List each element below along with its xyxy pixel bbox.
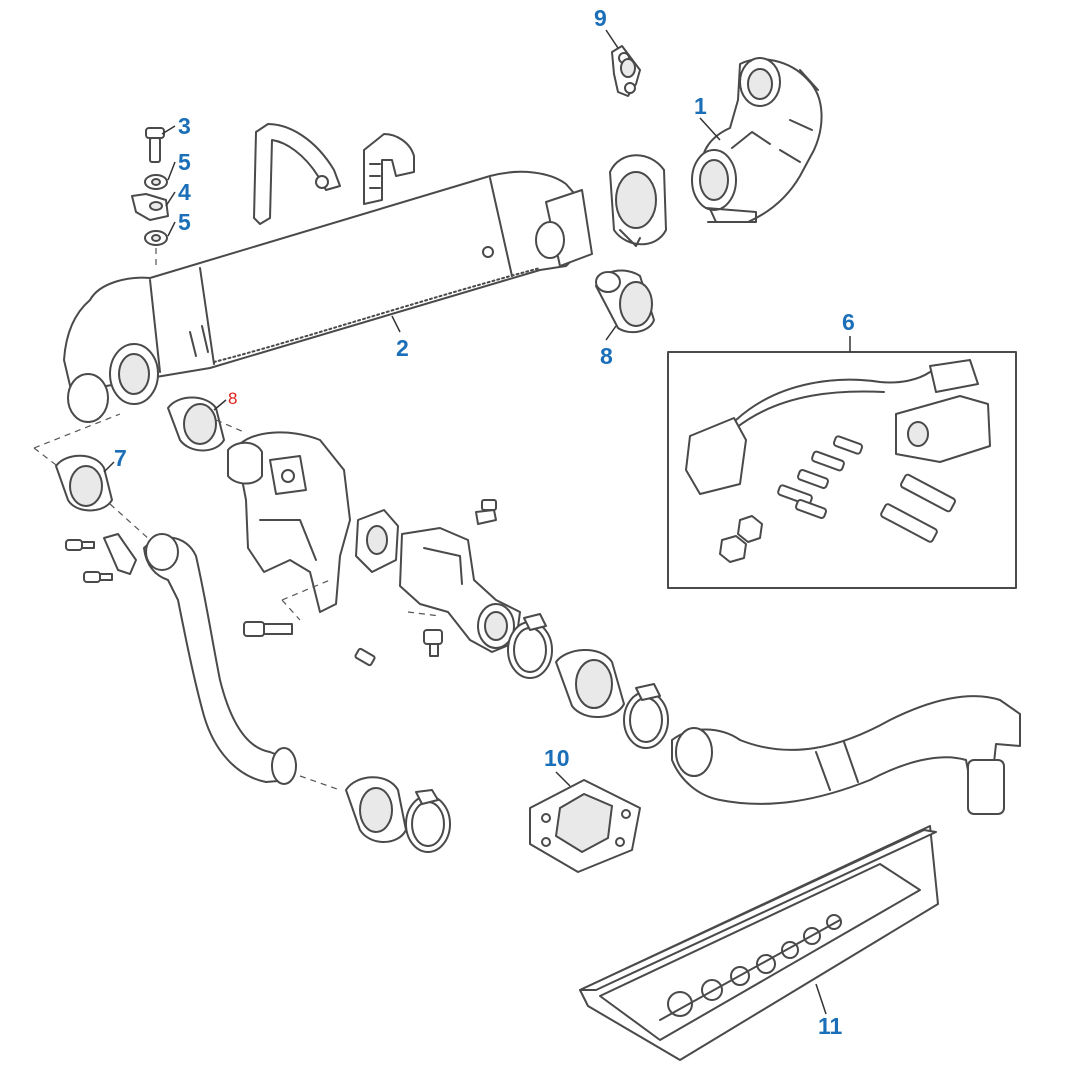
part-7-seal-tube[interactable] <box>55 454 113 512</box>
bolt-flange[interactable] <box>423 629 443 657</box>
stud-short[interactable] <box>354 647 376 667</box>
part-10-gasket-plate[interactable] <box>529 779 641 873</box>
hose-sleeve-upper[interactable] <box>555 648 625 719</box>
lower-left-bent-pipe[interactable] <box>143 533 297 785</box>
lower-right-egr-pipe[interactable] <box>671 695 1021 815</box>
callout-7: 7 <box>114 445 127 471</box>
heat-shield-bracket[interactable] <box>363 133 415 205</box>
nuts <box>719 515 763 563</box>
mounting-bracket[interactable] <box>227 431 351 613</box>
callout-4: 4 <box>178 179 191 205</box>
fuse-set <box>777 435 864 519</box>
part-4-spacer[interactable] <box>131 193 169 221</box>
callout-6: 6 <box>842 309 855 335</box>
flange-clamp[interactable] <box>609 154 667 247</box>
callout-8-right: 8 <box>600 343 613 369</box>
hose-sleeve-lower[interactable] <box>345 776 407 843</box>
callout-9: 9 <box>594 5 607 31</box>
hose-clamp-upper[interactable] <box>507 613 553 679</box>
small-clip-bracket[interactable] <box>103 533 137 575</box>
callout-5-lower: 5 <box>178 209 191 235</box>
callout-2: 2 <box>396 335 409 361</box>
part-8-seal-tube-right[interactable] <box>595 269 655 334</box>
sensor-bracket <box>895 395 991 463</box>
part-3-bolt[interactable] <box>145 127 165 163</box>
part-6-kit-box[interactable] <box>667 351 1017 589</box>
hose-clamp-bottom[interactable] <box>405 789 451 853</box>
hose-clamp-lower[interactable] <box>623 683 669 749</box>
callout-11: 11 <box>818 1013 843 1039</box>
bolt-long-center[interactable] <box>243 621 293 637</box>
part-1-egr-valve[interactable] <box>691 57 823 223</box>
part-2-egr-cooler[interactable] <box>63 170 593 423</box>
part-5-washer-upper[interactable] <box>144 174 168 190</box>
callout-1: 1 <box>694 93 707 119</box>
callout-3: 3 <box>178 113 191 139</box>
pipe-flange-housing[interactable] <box>399 527 521 653</box>
flange-gasket[interactable] <box>355 509 399 573</box>
bolt-left-lower[interactable] <box>83 571 113 583</box>
part-8-seal-tube-left[interactable] <box>167 396 225 452</box>
callout-5-upper: 5 <box>178 149 191 175</box>
callout-8-left-highlight: 8 <box>228 389 237 408</box>
strap-bracket[interactable] <box>253 123 341 225</box>
wiring-harness <box>685 359 979 495</box>
bolt-top-center[interactable] <box>475 499 497 525</box>
part-9-bracket[interactable] <box>611 45 641 97</box>
gasket-kit-contents <box>659 914 842 1021</box>
part-11-gasket-kit[interactable] <box>579 825 939 1061</box>
part-5-washer-lower[interactable] <box>144 230 168 246</box>
bolt-left-upper[interactable] <box>65 539 95 551</box>
callout-10: 10 <box>544 745 570 771</box>
studs <box>880 473 956 543</box>
